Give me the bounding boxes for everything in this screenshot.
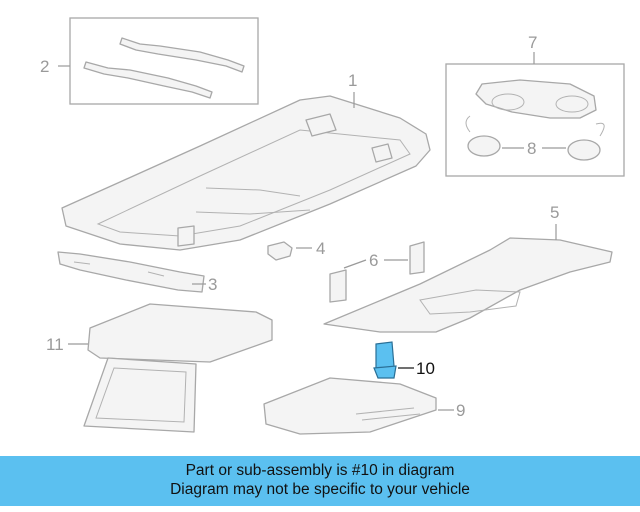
headliner-tab-a bbox=[305, 113, 337, 137]
clip-4 bbox=[267, 241, 293, 261]
trim-strip bbox=[57, 251, 205, 293]
leader-6-left bbox=[343, 259, 367, 269]
callout-5[interactable]: 5 bbox=[550, 203, 559, 222]
headliner-body bbox=[61, 95, 431, 251]
lamp-housing bbox=[475, 79, 597, 119]
headliner-inner bbox=[96, 129, 411, 237]
callout-8[interactable]: 8 bbox=[527, 139, 536, 158]
console-bin bbox=[263, 377, 437, 435]
part-1-group[interactable]: 1 bbox=[61, 71, 431, 251]
clip-6-left bbox=[329, 269, 347, 303]
bracket-upper bbox=[119, 37, 245, 73]
callout-7[interactable]: 7 bbox=[528, 33, 537, 52]
trim-details bbox=[73, 261, 165, 277]
banner-line-1: Part or sub-assembly is #10 in diagram bbox=[185, 462, 455, 479]
bracket-lower bbox=[83, 61, 213, 99]
console-opening bbox=[419, 289, 521, 315]
info-banner: Part or sub-assembly is #10 in diagram D… bbox=[0, 456, 640, 506]
lamp-left bbox=[467, 135, 501, 157]
part-11-group[interactable]: 11 bbox=[46, 303, 273, 433]
console-panel bbox=[323, 237, 613, 333]
lamp-right bbox=[567, 139, 601, 161]
banner-line-2: Diagram may not be specific to your vehi… bbox=[170, 481, 470, 498]
part-9-group[interactable]: 9 bbox=[263, 377, 465, 435]
part-6-group[interactable]: 6 bbox=[329, 241, 425, 303]
callout-2[interactable]: 2 bbox=[40, 57, 49, 76]
lamp-lens-a bbox=[491, 93, 525, 111]
callout-1[interactable]: 1 bbox=[348, 71, 357, 90]
part-2-group[interactable]: 2 bbox=[40, 17, 259, 105]
headliner-ribs bbox=[195, 187, 311, 215]
part-3-group[interactable]: 3 bbox=[57, 251, 217, 294]
part-4-group[interactable]: 4 bbox=[267, 239, 325, 261]
clip-10-base bbox=[373, 365, 397, 379]
callout-9[interactable]: 9 bbox=[456, 401, 465, 420]
headliner-tab-c bbox=[177, 225, 195, 247]
clip-6-right bbox=[409, 241, 425, 275]
parts-diagram: 2 1 7 8 3 4 bbox=[40, 17, 625, 435]
callout-4[interactable]: 4 bbox=[316, 239, 325, 258]
callout-10[interactable]: 10 bbox=[416, 359, 435, 378]
part-5-group[interactable]: 5 bbox=[323, 203, 613, 333]
monitor-housing bbox=[87, 303, 273, 363]
console-bin-detail bbox=[355, 407, 421, 421]
monitor-screen-frame bbox=[83, 357, 197, 433]
callout-6[interactable]: 6 bbox=[369, 251, 378, 270]
headliner-tab-b bbox=[371, 143, 393, 163]
callout-11[interactable]: 11 bbox=[46, 335, 64, 354]
part-10-group[interactable]: 10 bbox=[373, 341, 435, 379]
lamp-wires bbox=[465, 115, 605, 137]
monitor-screen bbox=[95, 367, 187, 423]
part-7-group[interactable]: 7 8 bbox=[445, 33, 625, 177]
lamp-lens-b bbox=[555, 95, 589, 113]
callout-3[interactable]: 3 bbox=[208, 275, 217, 294]
